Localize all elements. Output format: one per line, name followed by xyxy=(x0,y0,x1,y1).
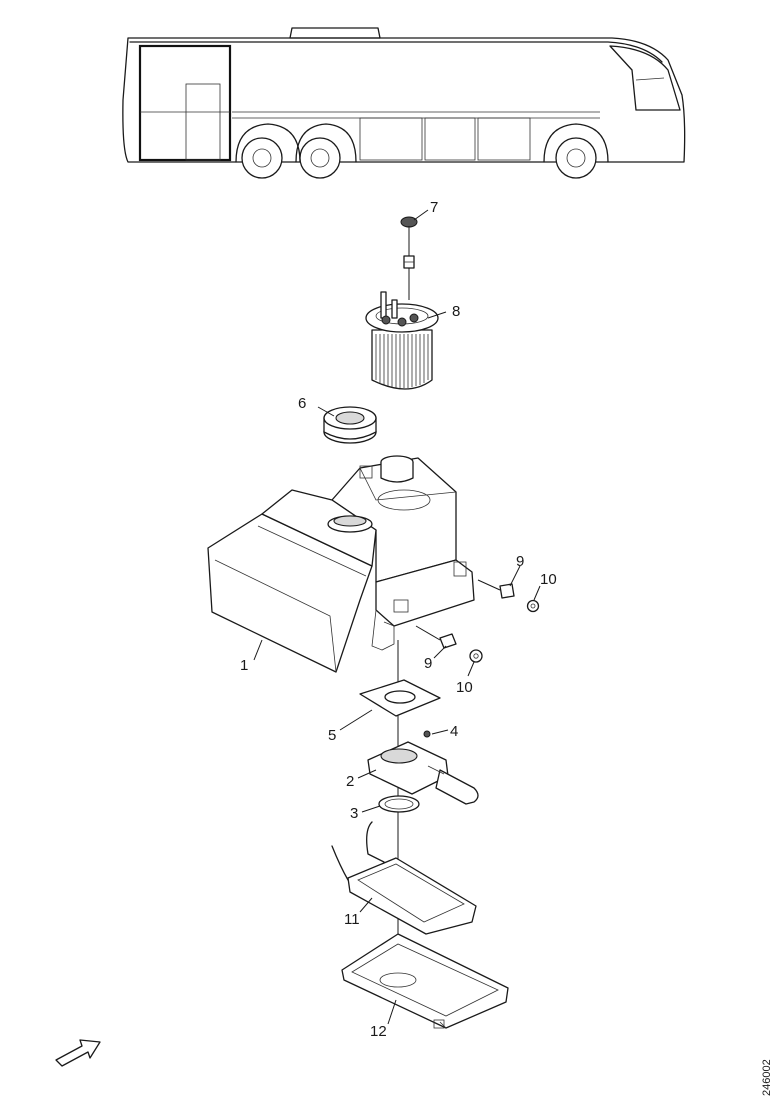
callout-4: 4 xyxy=(450,723,458,740)
callout-9: 9 xyxy=(516,553,524,570)
bus-overview-illustration xyxy=(122,27,686,179)
part-12-tray xyxy=(341,933,509,1029)
part-8-filter-cartridge xyxy=(365,291,439,390)
leader-lines xyxy=(253,209,541,1025)
part-9-bolt-upper xyxy=(477,579,515,599)
callout-12: 12 xyxy=(370,1023,387,1040)
callout-10: 10 xyxy=(456,679,473,696)
callout-8: 8 xyxy=(452,303,460,320)
callout-11: 11 xyxy=(344,911,360,928)
callout-3: 3 xyxy=(350,805,358,822)
part-1-tank xyxy=(207,455,475,673)
part-4-screw xyxy=(423,730,431,738)
callout-9: 9 xyxy=(424,655,432,672)
part-5-gasket xyxy=(359,679,441,717)
direction-arrow-icon xyxy=(55,1039,101,1067)
part-10-washer-upper xyxy=(526,599,540,613)
part-9-bolt-lower xyxy=(415,625,457,649)
part-11-frame-with-hose xyxy=(331,821,477,935)
callout-10: 10 xyxy=(540,571,557,588)
callout-5: 5 xyxy=(328,727,336,744)
part-10-washer-lower xyxy=(469,649,483,663)
part-6-cap xyxy=(323,406,377,444)
part-7-sensor xyxy=(400,216,418,300)
part-2-drain-flange xyxy=(367,741,479,805)
callout-labels: 7 8 6 9 10 1 9 10 5 4 2 3 11 12 xyxy=(240,199,557,1040)
callout-2: 2 xyxy=(346,773,354,790)
callout-6: 6 xyxy=(298,395,306,412)
callout-1: 1 xyxy=(240,657,248,674)
part-3-o-ring xyxy=(378,795,420,813)
drawing-number: 246002 xyxy=(761,1059,773,1096)
callout-7: 7 xyxy=(430,199,438,216)
